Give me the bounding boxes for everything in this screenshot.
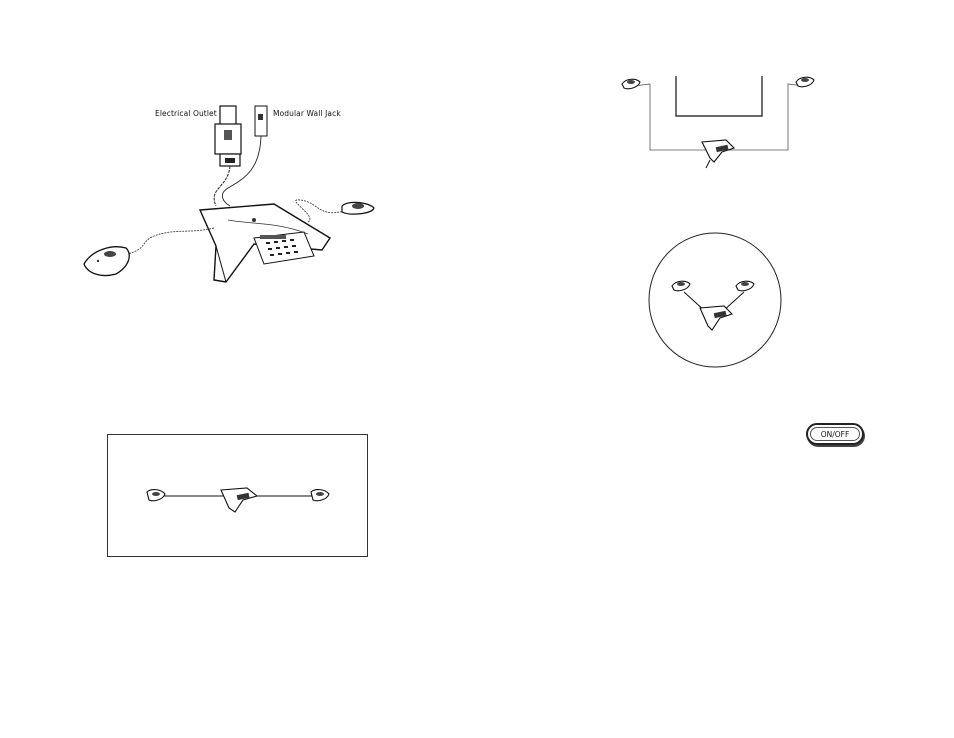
conference-phone-setup-drawing (78, 98, 388, 298)
on-off-button-label: ON/OFF (821, 430, 850, 439)
modular-wall-jack-label: Modular Wall Jack (273, 109, 341, 118)
electrical-outlet-label: Electrical Outlet (155, 109, 217, 118)
linear-layout-drawing (107, 434, 369, 558)
on-off-button[interactable]: ON/OFF (806, 423, 864, 445)
round-layout-drawing (648, 232, 782, 368)
u-shaped-table-layout-diagram (618, 72, 818, 172)
u-shape-layout-drawing (618, 72, 818, 172)
linear-table-layout-diagram (107, 434, 369, 558)
round-table-layout-diagram (648, 232, 782, 368)
setup-illustration: Electrical Outlet Modular Wall Jack (78, 98, 388, 298)
